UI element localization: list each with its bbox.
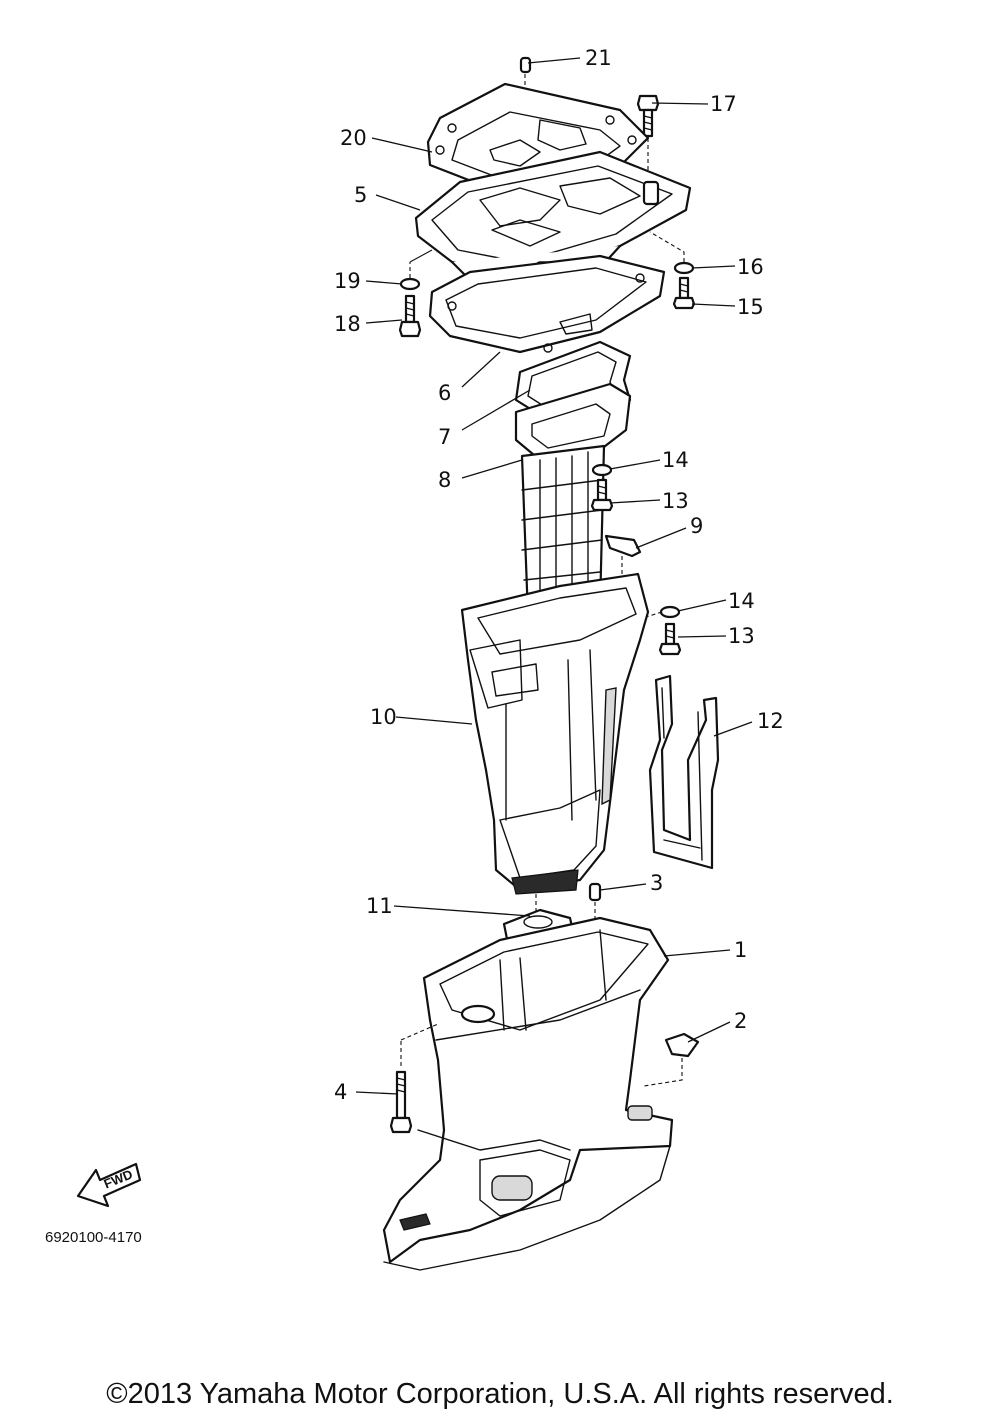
callout-15: 15 [737, 295, 764, 319]
part-8-exhaust-guide [514, 382, 632, 618]
callout-14-upper: 14 [662, 448, 689, 472]
callout-12: 12 [757, 709, 784, 733]
callout-2: 2 [734, 1009, 747, 1033]
callout-14-lower: 14 [728, 589, 755, 613]
callout-17: 17 [710, 92, 737, 116]
callout-4: 4 [334, 1080, 347, 1104]
part-19-washer [399, 249, 433, 291]
part-14-washer-upper [591, 463, 613, 477]
callout-13-lower: 13 [728, 624, 755, 648]
callout-10: 10 [370, 705, 397, 729]
part-3-dowel [588, 882, 602, 918]
callout-7: 7 [438, 425, 451, 449]
leader-lines [355, 57, 753, 1095]
callout-8: 8 [438, 468, 451, 492]
callout-1: 1 [734, 938, 747, 962]
callout-labels: 21 17 20 5 16 19 15 18 6 7 14 8 13 9 14 … [334, 46, 784, 1104]
fwd-arrow: FWD [76, 1162, 142, 1208]
part-2-cap [643, 1032, 700, 1087]
callout-20: 20 [340, 126, 367, 150]
callout-6: 6 [438, 381, 451, 405]
callout-9: 9 [690, 514, 703, 538]
callout-18: 18 [334, 312, 361, 336]
callout-16: 16 [737, 255, 764, 279]
callout-3: 3 [650, 871, 663, 895]
part-9-clip [604, 534, 642, 576]
part-10-oil-pan [460, 572, 650, 914]
part-18-bolt [398, 294, 422, 338]
part-13-bolt-lower [658, 622, 682, 656]
diagram-code: 6920100-4170 [45, 1229, 142, 1246]
callout-11: 11 [366, 894, 393, 918]
callout-19: 19 [334, 269, 361, 293]
callout-13-upper: 13 [662, 489, 689, 513]
part-16-washer [649, 231, 695, 275]
part-17-bolt [636, 94, 660, 182]
part-12-seal [648, 674, 720, 870]
part-15-bolt [672, 276, 696, 310]
part-6-gasket [428, 254, 666, 354]
part-13-bolt-upper [590, 478, 614, 512]
copyright-notice: ©2013 Yamaha Motor Corporation, U.S.A. A… [106, 1378, 894, 1410]
part-1-upper-casing [382, 916, 674, 1271]
callout-5: 5 [354, 183, 367, 207]
callout-21: 21 [585, 46, 612, 70]
part-4-long-bolt [389, 1023, 439, 1134]
